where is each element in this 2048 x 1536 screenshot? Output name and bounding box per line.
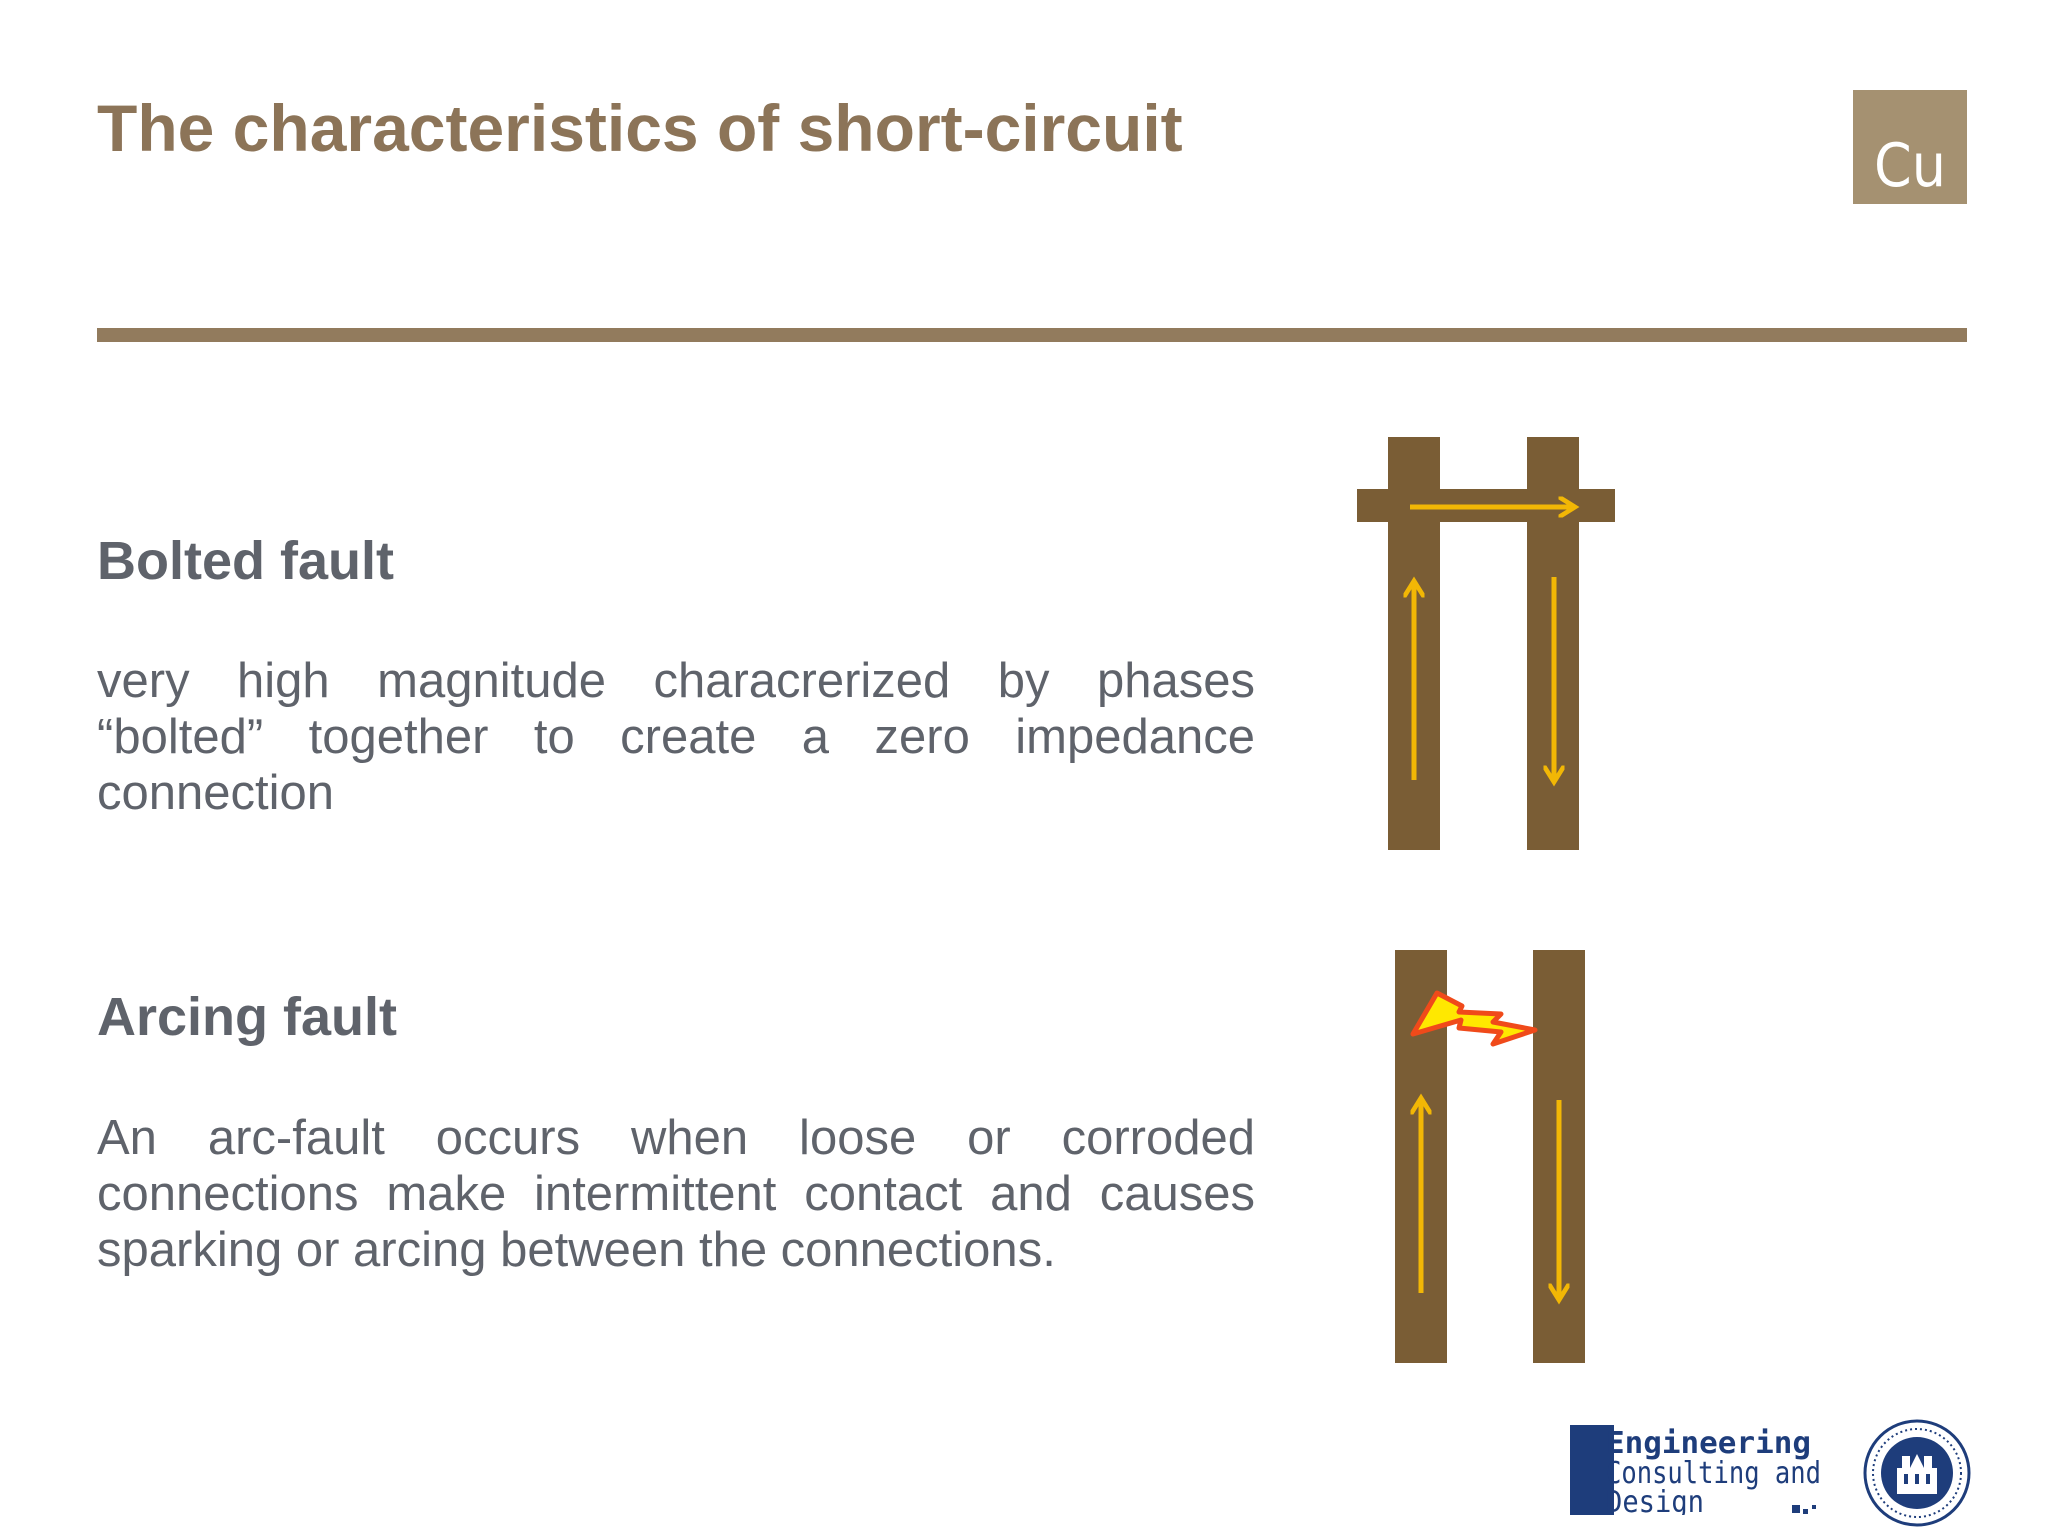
logo-dot-icon xyxy=(1812,1505,1816,1509)
lightning-arc-icon xyxy=(1410,990,1538,1047)
logo-dot-icon xyxy=(1792,1505,1800,1513)
bolted-fault-diagram xyxy=(1357,437,1615,850)
logo-line-engineering: Engineering xyxy=(1606,1426,1811,1461)
university-seal-icon xyxy=(1863,1419,1971,1527)
logo-line-design: Design xyxy=(1606,1485,1704,1515)
arcing-fault-diagram xyxy=(1395,950,1585,1363)
text-arcing-fault: An arc-fault occurs when loose or corrod… xyxy=(97,1111,1255,1277)
logo-line-consulting: Consulting and xyxy=(1606,1456,1821,1491)
page-title: The characteristics of short-circuit xyxy=(97,91,1183,165)
logo-block-icon xyxy=(1570,1425,1614,1515)
heading-arcing-fault: Arcing fault xyxy=(97,987,398,1047)
cu-badge: Cu xyxy=(1853,90,1967,204)
heading-bolted-fault: Bolted fault xyxy=(97,531,394,591)
title-divider xyxy=(97,328,1967,342)
ecd-logo: Engineering Consulting and Design xyxy=(1570,1425,1821,1515)
text-bolted-fault: very high magnitude characrerized by pha… xyxy=(97,654,1255,820)
logo-dot-icon xyxy=(1803,1509,1808,1514)
